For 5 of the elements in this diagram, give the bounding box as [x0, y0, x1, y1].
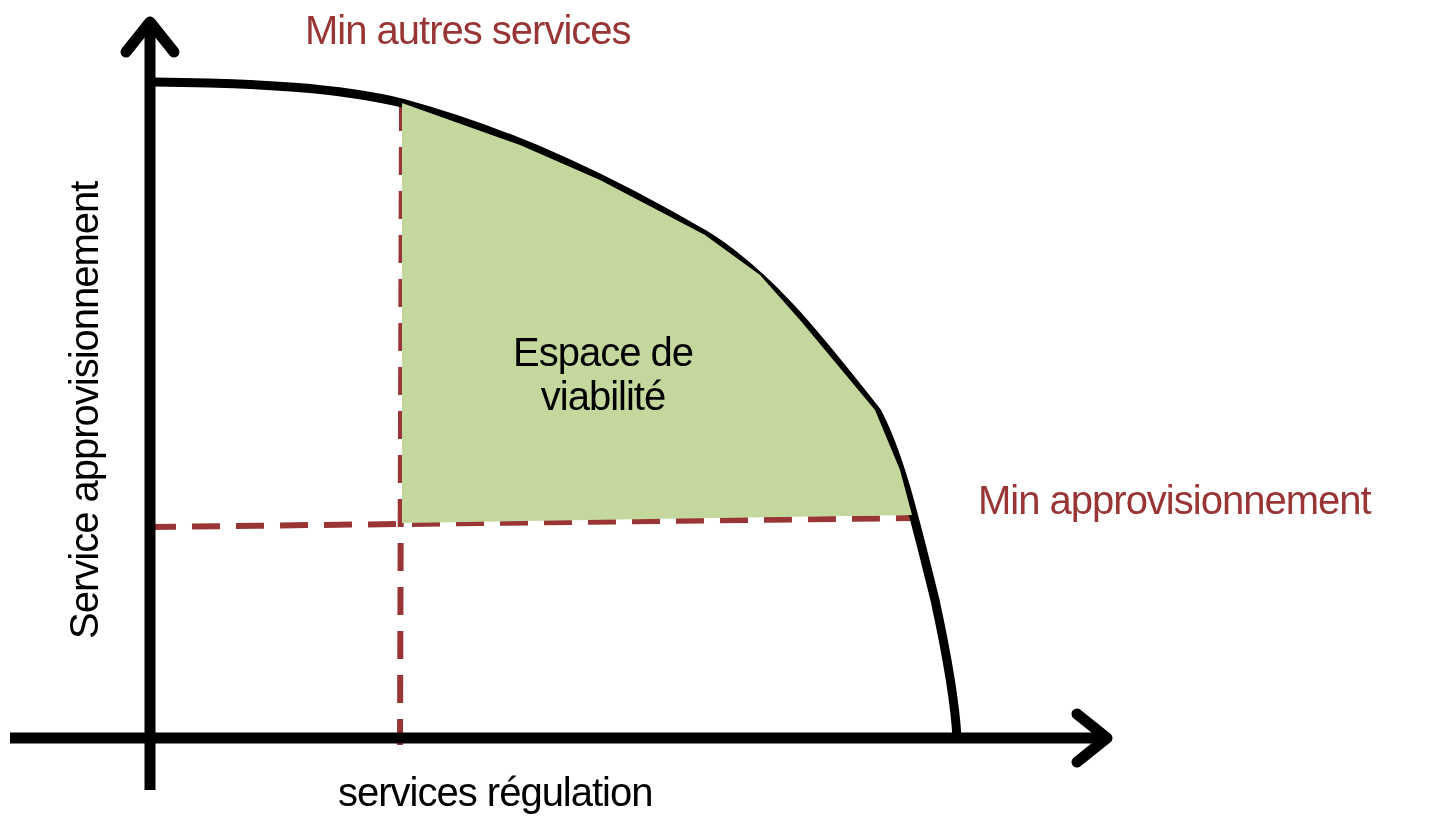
- area-label: Espace de viabilité: [512, 330, 694, 418]
- threshold-label: Min autres services: [305, 8, 631, 52]
- axis-title: services régulation: [338, 770, 653, 814]
- axis-title: Service approvisionnement: [62, 180, 106, 641]
- threshold-label: Min approvisionnement: [978, 478, 1371, 522]
